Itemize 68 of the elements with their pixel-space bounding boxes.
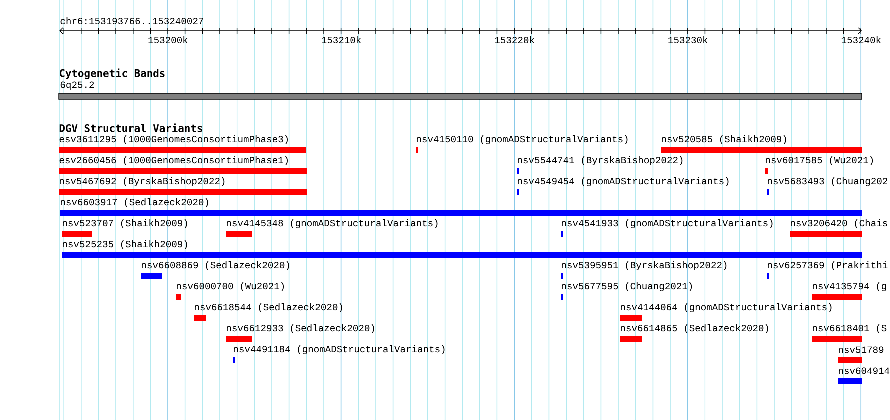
node-label: nsv604914	[839, 368, 890, 374]
coordinate-label: chr6:153193766..153240027	[60, 17, 204, 25]
variant-feature: nsv5677595 (Chuang2021)	[561, 282, 692, 300]
variant-feature: nsv6000700 (Wu2021)	[176, 282, 284, 300]
tick-label: 153220k	[495, 36, 534, 44]
tick-label: 153210k	[322, 36, 362, 44]
variant-feature: nsv6257369 (Prakrithi	[767, 262, 888, 279]
variant-feature: esv3611295 (1000GenomesConsortiumPhase3)	[59, 136, 306, 153]
track-heading: DGV Structural Variants	[60, 124, 202, 132]
variant-feature: nsv6017585 (Wu2021)	[765, 156, 874, 174]
variant-feature: nsv525235 (Shaikh2009)	[62, 240, 862, 258]
variant-feature: nsv5683493 (Chuang202	[767, 178, 888, 195]
variant-feature: nsv4491184 (gnomADStructuralVariants)	[233, 346, 445, 363]
variant-feature: nsv6612933 (Sedlazeck2020)	[226, 324, 374, 342]
variant-feature: nsv4549454 (gnomADStructuralVariants)	[517, 178, 729, 195]
variant-feature: esv2660456 (1000GenomesConsortiumPhase1)	[59, 156, 307, 174]
node-label: nsv51789	[839, 346, 884, 354]
tick-label: 153240k	[842, 36, 882, 44]
node-label: nsv4135794 (g	[813, 282, 886, 292]
node-label: nsv5544741 (ByrskaBishop2022)	[518, 156, 683, 166]
tick-label: 153230k	[668, 36, 708, 44]
node-label: nsv6017585 (Wu2021)	[766, 156, 874, 166]
node-label: nsv4144064 (gnomADStructuralVariants)	[621, 304, 832, 312]
variant-feature: nsv5395951 (ByrskaBishop2022)	[561, 262, 727, 279]
variant-feature: nsv523707 (Shaikh2009)	[62, 220, 188, 237]
node-label: nsv6612933 (Sedlazeck2020)	[227, 324, 374, 334]
node-label: nsv5683493 (Chuang202	[768, 178, 888, 186]
node-label: nsv4549454 (gnomADStructuralVariants)	[518, 178, 729, 186]
node-label: esv2660456 (1000GenomesConsortiumPhase1)	[60, 156, 288, 166]
variant-feature: nsv4135794 (g	[812, 282, 886, 300]
node-label: nsv6000700 (Wu2021)	[177, 282, 284, 292]
variant-feature: nsv51789	[838, 346, 884, 363]
variant-feature: nsv5467692 (ByrskaBishop2022)	[59, 178, 307, 195]
node-label: nsv6618544 (Sedlazeck2020)	[195, 304, 342, 312]
node-label: 6q25.2	[60, 82, 94, 90]
variant-feature: nsv6603917 (Sedlazeck2020)	[60, 198, 862, 216]
variant-feature: nsv520585 (Shaikh2009)	[661, 136, 862, 153]
node-label: nsv3206420 (Chais	[791, 220, 888, 228]
node-label: nsv4150110 (gnomADStructuralVariants)	[417, 136, 628, 144]
variant-feature: nsv604914	[838, 368, 890, 384]
variant-feature: nsv6618544 (Sedlazeck2020)	[194, 304, 342, 321]
node-label: nsv6603917 (Sedlazeck2020)	[61, 198, 208, 208]
node-label: nsv5467692 (ByrskaBishop2022)	[60, 178, 225, 186]
variant-feature: nsv4144064 (gnomADStructuralVariants)	[620, 304, 832, 321]
node-label: nsv4541933 (gnomADStructuralVariants)	[562, 220, 773, 228]
node-label: nsv6614865 (Sedlazeck2020)	[621, 324, 768, 334]
variant-feature: nsv6618401 (S	[812, 324, 887, 342]
track-heading: Cytogenetic Bands	[60, 68, 165, 80]
variant-feature: nsv4150110 (gnomADStructuralVariants)	[416, 136, 628, 153]
variant-feature: nsv6614865 (Sedlazeck2020)	[620, 324, 768, 342]
node-label: nsv520585 (Shaikh2009)	[662, 136, 786, 144]
node-label: nsv4491184 (gnomADStructuralVariants)	[234, 346, 445, 354]
cytoband: 6q25.2	[58, 82, 862, 100]
node-label: nsv4145348 (gnomADStructuralVariants)	[227, 220, 438, 228]
variant-feature: nsv3206420 (Chais	[790, 220, 888, 237]
node-label: nsv6257369 (Prakrithi	[768, 262, 888, 270]
node-label: esv3611295 (1000GenomesConsortiumPhase3)	[60, 136, 288, 144]
tick-label: 153200k	[148, 36, 188, 44]
variant-feature: nsv6608869 (Sedlazeck2020)	[141, 262, 290, 279]
node-label: nsv6618401 (S	[813, 324, 887, 334]
variant-feature: nsv4541933 (gnomADStructuralVariants)	[561, 220, 773, 237]
variant-feature: nsv5544741 (ByrskaBishop2022)	[517, 156, 683, 174]
node-label: nsv5395951 (ByrskaBishop2022)	[562, 262, 727, 270]
node-label: nsv5677595 (Chuang2021)	[562, 282, 692, 292]
node-label: nsv6608869 (Sedlazeck2020)	[142, 262, 290, 270]
node-label: nsv523707 (Shaikh2009)	[63, 220, 188, 228]
variant-feature: nsv4145348 (gnomADStructuralVariants)	[226, 220, 438, 237]
node-label: nsv525235 (Shaikh2009)	[63, 240, 188, 250]
